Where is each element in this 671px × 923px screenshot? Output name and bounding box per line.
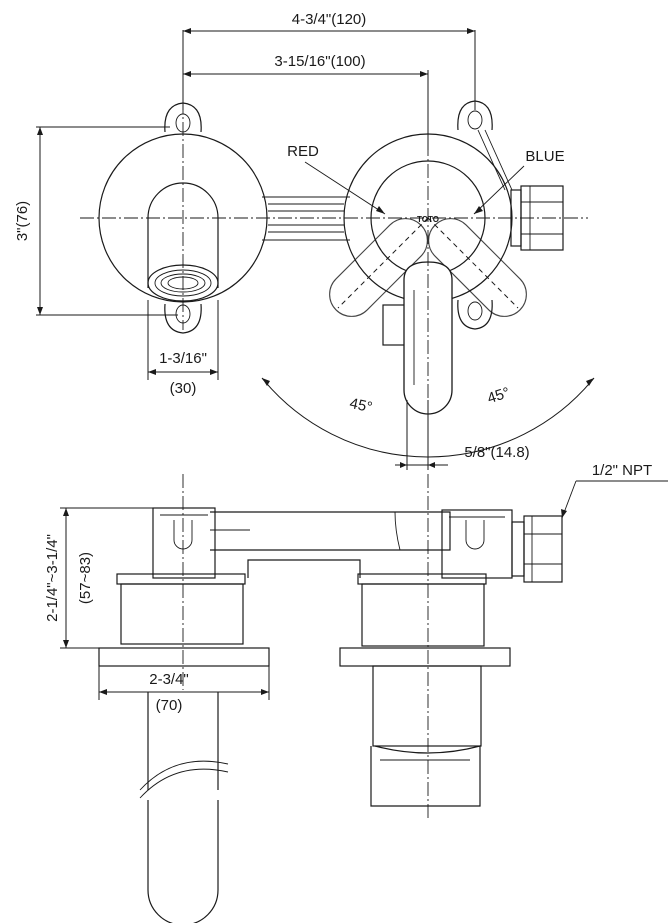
valve-escutcheon-side — [339, 647, 511, 667]
spout-width-mm-label: (30) — [170, 380, 197, 397]
valve-body — [361, 583, 485, 647]
side-mount-screws — [173, 520, 485, 550]
inner-channel — [247, 559, 361, 578]
connecting-pipe — [262, 196, 350, 241]
spout-escutcheon-side — [98, 647, 270, 667]
hot-label: RED — [287, 143, 319, 160]
overall-width-label: 4-3/4"(120) — [292, 11, 367, 28]
rear-body — [152, 507, 513, 579]
valve-spacing-label: 3-15/16"(100) — [274, 53, 365, 70]
dim-flange: 2-3/4" (70) — [98, 666, 270, 714]
wall-range-in-label: 2-1/4"~3-1/4" — [44, 534, 61, 622]
right-mount-ears — [457, 100, 513, 330]
wall-range-mm-label: (57~83) — [77, 552, 94, 604]
limit-stop — [382, 304, 406, 346]
dim-overall-width: 4-3/4"(120) — [182, 11, 476, 110]
handle-offset-label: 5/8"(14.8) — [464, 444, 529, 461]
side-view: 2-1/4"~3-1/4" (57~83) — [44, 462, 668, 923]
angle-line-right — [427, 217, 519, 309]
dim-height: 3"(76) — [14, 126, 178, 316]
flange-mm-label: (70) — [156, 697, 183, 714]
hot-leader — [304, 161, 386, 215]
brand-mark: TOTO — [417, 215, 439, 224]
handle-main — [403, 261, 453, 415]
handle-side — [370, 665, 482, 807]
dim-valve-spacing: 3-15/16"(100) — [183, 53, 429, 150]
spout-body — [120, 583, 244, 645]
spout-side — [139, 692, 229, 923]
npt-label: 1/2" NPT — [592, 462, 652, 479]
angle-line-left — [337, 217, 429, 309]
top-view: 4-3/4"(120) 3-15/16"(100) 3"(76) — [14, 11, 595, 470]
supply-connector-top — [510, 185, 564, 251]
flange-in-label: 2-3/4" — [149, 671, 189, 688]
angle-right-label: 45° — [485, 384, 512, 407]
supply-connector-side — [511, 515, 563, 583]
valve-mount-plate — [357, 573, 487, 585]
angle-left-label: 45° — [348, 395, 374, 416]
spout-mount-plate — [116, 573, 246, 585]
dim-wall-range: 2-1/4"~3-1/4" (57~83) — [44, 507, 160, 649]
height-label: 3"(76) — [14, 201, 31, 241]
spout-width-in-label: 1-3/16" — [159, 350, 207, 367]
cold-leader — [473, 165, 525, 215]
dim-spout-width: 1-3/16" (30) — [147, 300, 219, 397]
cold-label: BLUE — [525, 148, 564, 165]
dim-handle-offset: 5/8"(14.8) — [395, 400, 530, 470]
